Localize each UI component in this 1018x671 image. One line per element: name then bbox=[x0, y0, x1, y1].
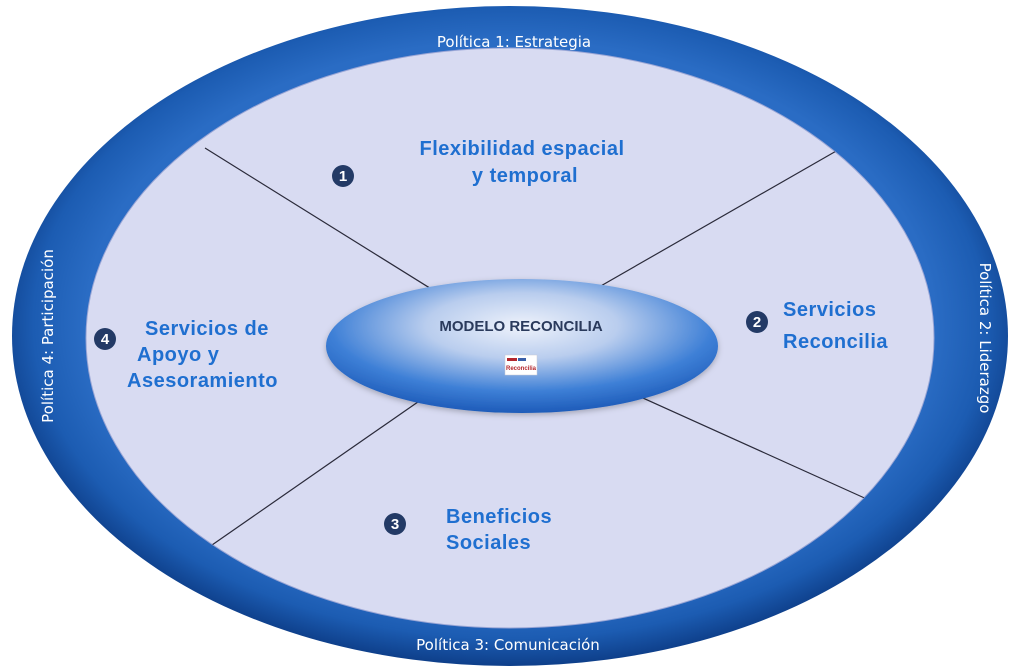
number-label-1: 1 bbox=[339, 168, 347, 185]
sector-4-line-2: Apoyo y bbox=[137, 344, 220, 366]
reconcilia-logo: Reconcilia bbox=[504, 354, 538, 376]
sector-1-line-1: Flexibilidad espacial bbox=[419, 138, 624, 160]
sector-2: 2 Servicios Reconcilia bbox=[746, 299, 888, 353]
number-badge-3 bbox=[384, 513, 406, 535]
number-badge-1 bbox=[332, 165, 354, 187]
number-label-4: 4 bbox=[101, 331, 110, 348]
number-label-2: 2 bbox=[753, 314, 761, 331]
policy-label-right: Política 2: Liderazgo bbox=[976, 263, 994, 414]
number-label-3: 3 bbox=[391, 516, 399, 533]
number-badge-2 bbox=[746, 311, 768, 333]
sector-3-line-1: Beneficios bbox=[446, 506, 552, 528]
sector-3: 3 Beneficios Sociales bbox=[384, 506, 552, 554]
sector-2-line-2: Reconcilia bbox=[783, 331, 888, 353]
sector-4-line-1: Servicios de bbox=[145, 318, 269, 340]
sector-4: 4 Servicios de Apoyo y Asesoramiento bbox=[94, 318, 278, 392]
sector-1: 1 Flexibilidad espacial y temporal bbox=[332, 138, 624, 187]
number-badge-4 bbox=[94, 328, 116, 350]
sector-2-line-1: Servicios bbox=[783, 299, 876, 321]
policy-label-top: Política 1: Estrategia bbox=[437, 33, 591, 51]
center-title: MODELO RECONCILIA bbox=[439, 318, 602, 335]
policy-label-bottom: Política 3: Comunicación bbox=[416, 636, 600, 654]
sector-4-line-3: Asesoramiento bbox=[127, 370, 278, 392]
sector-3-line-2: Sociales bbox=[446, 532, 531, 554]
sector-1-line-2: y temporal bbox=[472, 165, 578, 187]
center-ellipse bbox=[326, 279, 718, 413]
policy-label-left: Política 4: Participación bbox=[39, 249, 57, 423]
logo-text: Reconcilia bbox=[506, 366, 537, 372]
